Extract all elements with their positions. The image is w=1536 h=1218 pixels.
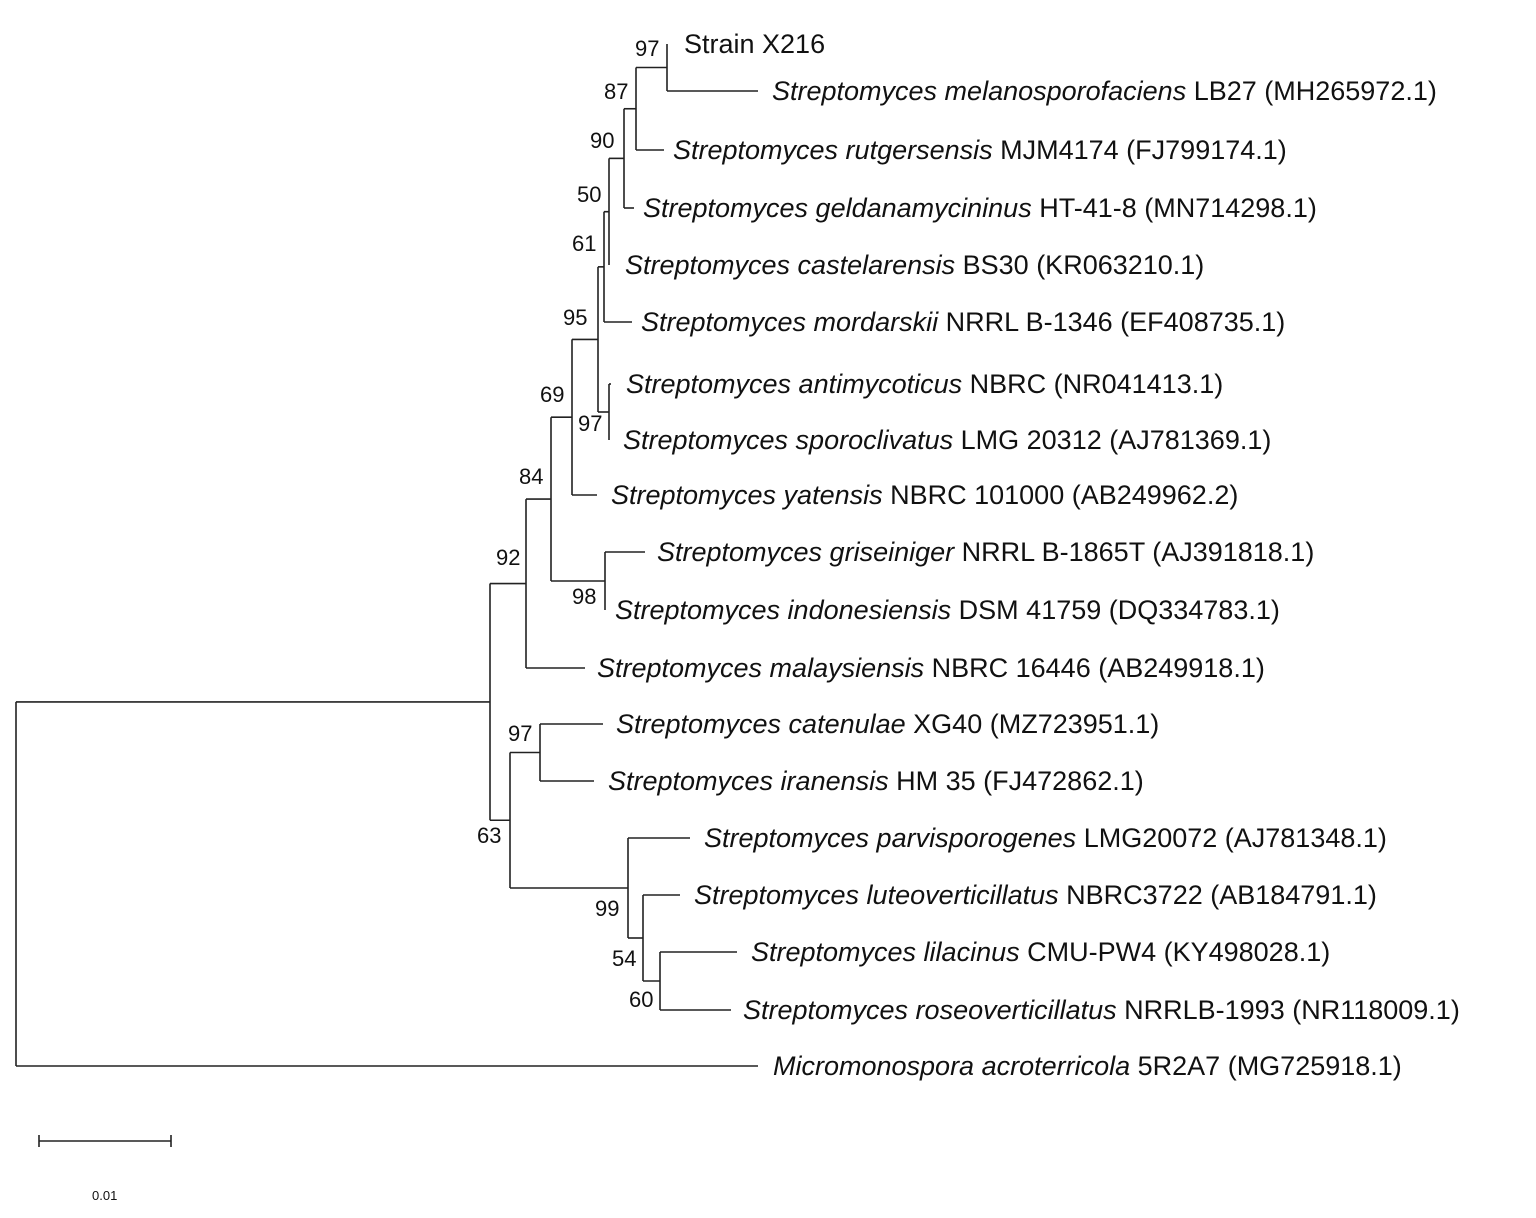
taxon-strain-accession: LMG20072 (AJ781348.1) bbox=[1076, 823, 1387, 853]
taxon-label-rutg: Streptomyces rutgersensis MJM4174 (FJ799… bbox=[673, 135, 1287, 165]
taxon-strain-accession: LB27 (MH265972.1) bbox=[1186, 76, 1437, 106]
bootstrap-value: 99 bbox=[595, 896, 619, 921]
bootstrap-value: 87 bbox=[604, 79, 628, 104]
taxon-label-indo: Streptomyces indonesiensis DSM 41759 (DQ… bbox=[615, 595, 1280, 625]
bootstrap-value: 90 bbox=[590, 128, 614, 153]
taxon-species-name: Streptomyces sporoclivatus bbox=[623, 425, 953, 455]
taxon-label-micro: Micromonospora acroterricola 5R2A7 (MG72… bbox=[773, 1051, 1402, 1081]
bootstrap-values: 97 87 90 50 61 95 97 69 98 84 92 97 60 54 99 63 bbox=[477, 36, 659, 1012]
bootstrap-value: 69 bbox=[540, 382, 564, 407]
bootstrap-value: 97 bbox=[578, 411, 602, 436]
taxon-species-name: Streptomyces geldanamycininus bbox=[643, 193, 1032, 223]
taxon-species-name: Streptomyces mordarskii bbox=[641, 307, 939, 337]
bootstrap-value: 63 bbox=[477, 823, 501, 848]
scale-bar: 0.01 bbox=[38, 1135, 172, 1203]
taxon-label-lute: Streptomyces luteoverticillatus NBRC3722… bbox=[694, 880, 1377, 910]
taxon-species-name: Streptomyces iranensis bbox=[608, 766, 889, 796]
taxon-label-yat: Streptomyces yatensis NBRC 101000 (AB249… bbox=[611, 480, 1238, 510]
taxon-label-geld: Streptomyces geldanamycininus HT-41-8 (M… bbox=[643, 193, 1317, 223]
bootstrap-value: 98 bbox=[572, 584, 596, 609]
taxon-strain-accession: BS30 (KR063210.1) bbox=[955, 250, 1204, 280]
taxon-strain-accession: HT-41-8 (MN714298.1) bbox=[1032, 193, 1317, 223]
taxon-label-cate: Streptomyces catenulae XG40 (MZ723951.1) bbox=[616, 709, 1159, 739]
taxon-label-x216: Strain X216 bbox=[684, 29, 825, 59]
taxon-strain-accession: NRRL B-1346 (EF408735.1) bbox=[938, 307, 1285, 337]
taxon-strain-accession: NRRL B-1865T (AJ391818.1) bbox=[954, 537, 1314, 567]
taxon-label-mord: Streptomyces mordarskii NRRL B-1346 (EF4… bbox=[641, 307, 1285, 337]
taxon-species-name: Streptomyces griseiniger bbox=[657, 537, 955, 567]
taxon-label-rose: Streptomyces roseoverticillatus NRRLB-19… bbox=[743, 995, 1460, 1025]
taxon-label-anti: Streptomyces antimycoticus NBRC (NR04141… bbox=[626, 369, 1223, 399]
taxon-strain-accession: MJM4174 (FJ799174.1) bbox=[993, 135, 1287, 165]
taxon-strain-accession: XG40 (MZ723951.1) bbox=[906, 709, 1160, 739]
taxon-species-name: Streptomyces melanosporofaciens bbox=[772, 76, 1186, 106]
taxon-strain-accession: NBRC 16446 (AB249918.1) bbox=[924, 653, 1265, 683]
scale-bar-label: 0.01 bbox=[92, 1188, 117, 1203]
bootstrap-value: 84 bbox=[519, 464, 543, 489]
taxon-label-iran: Streptomyces iranensis HM 35 (FJ472862.1… bbox=[608, 766, 1144, 796]
taxon-label-sporo: Streptomyces sporoclivatus LMG 20312 (AJ… bbox=[623, 425, 1271, 455]
bootstrap-value: 97 bbox=[508, 721, 532, 746]
taxon-label-mala: Streptomyces malaysiensis NBRC 16446 (AB… bbox=[597, 653, 1265, 683]
bootstrap-value: 50 bbox=[577, 182, 601, 207]
taxon-label-cast: Streptomyces castelarensis BS30 (KR06321… bbox=[625, 250, 1204, 280]
taxon-species-name: Streptomyces lilacinus bbox=[751, 937, 1020, 967]
bootstrap-value: 60 bbox=[629, 987, 653, 1012]
taxon-species-name: Streptomyces antimycoticus bbox=[626, 369, 962, 399]
taxon-species-name: Streptomyces catenulae bbox=[616, 709, 906, 739]
bootstrap-value: 54 bbox=[612, 946, 636, 971]
bootstrap-value: 61 bbox=[572, 231, 596, 256]
taxon-species-name: Micromonospora acroterricola bbox=[773, 1051, 1130, 1081]
bootstrap-value: 92 bbox=[496, 545, 520, 570]
taxon-label-parv: Streptomyces parvisporogenes LMG20072 (A… bbox=[704, 823, 1387, 853]
taxon-species-name: Streptomyces malaysiensis bbox=[597, 653, 924, 683]
taxon-strain-accession: NBRC (NR041413.1) bbox=[962, 369, 1223, 399]
taxon-strain-accession: HM 35 (FJ472862.1) bbox=[889, 766, 1144, 796]
taxon-species-name: Streptomyces parvisporogenes bbox=[704, 823, 1076, 853]
bootstrap-value: 95 bbox=[563, 305, 587, 330]
taxon-species-name: Streptomyces rutgersensis bbox=[673, 135, 993, 165]
taxon-label-gris: Streptomyces griseiniger NRRL B-1865T (A… bbox=[657, 537, 1314, 567]
taxon-strain-accession: LMG 20312 (AJ781369.1) bbox=[953, 425, 1271, 455]
taxon-strain-accession: NBRC 101000 (AB249962.2) bbox=[883, 480, 1239, 510]
taxon-species-name: Streptomyces castelarensis bbox=[625, 250, 955, 280]
taxon-species-name: Streptomyces roseoverticillatus bbox=[743, 995, 1117, 1025]
taxon-strain-accession: NRRLB-1993 (NR118009.1) bbox=[1117, 995, 1460, 1025]
bootstrap-value: 97 bbox=[635, 36, 659, 61]
tree-branches bbox=[15, 44, 758, 1067]
taxon-label-melano: Streptomyces melanosporofaciens LB27 (MH… bbox=[772, 76, 1437, 106]
taxon-strain-accession: Strain X216 bbox=[684, 29, 825, 59]
taxon-species-name: Streptomyces indonesiensis bbox=[615, 595, 951, 625]
taxon-label-lila: Streptomyces lilacinus CMU-PW4 (KY498028… bbox=[751, 937, 1330, 967]
taxon-strain-accession: CMU-PW4 (KY498028.1) bbox=[1020, 937, 1331, 967]
taxon-species-name: Streptomyces yatensis bbox=[611, 480, 883, 510]
taxon-strain-accession: 5R2A7 (MG725918.1) bbox=[1130, 1051, 1402, 1081]
taxon-strain-accession: DSM 41759 (DQ334783.1) bbox=[951, 595, 1280, 625]
taxon-strain-accession: NBRC3722 (AB184791.1) bbox=[1059, 880, 1377, 910]
taxon-species-name: Streptomyces luteoverticillatus bbox=[694, 880, 1059, 910]
